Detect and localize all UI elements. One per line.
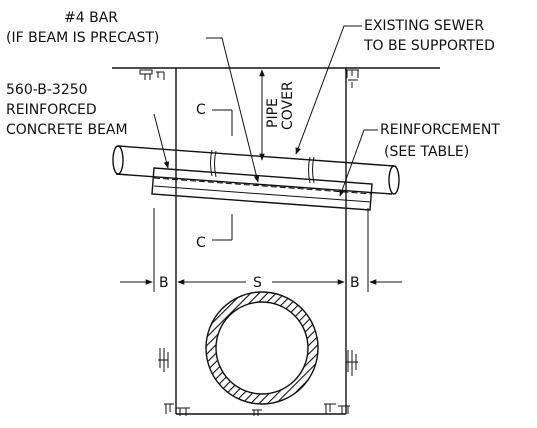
concrete-beam [151, 167, 373, 211]
dim-b-left: B [159, 275, 169, 291]
sewer-label-line2: TO BE SUPPORTED [363, 38, 495, 54]
reinf-label-line2: (SEE TABLE) [384, 144, 469, 160]
callout-bar: #4 BAR (IF BEAM IS PRECAST) [6, 10, 159, 46]
dim-b-right: B [350, 275, 360, 291]
section-c-top-label: C [196, 102, 206, 118]
beam-label-line2: REINFORCED [6, 102, 97, 118]
section-c-bottom-label: C [196, 235, 206, 251]
bar-label-line1: #4 BAR [64, 10, 118, 26]
dim-s: S [253, 275, 262, 291]
soil-hatching [139, 69, 359, 416]
section-cut-c: C C [196, 102, 233, 251]
trench-walls [175, 68, 347, 415]
existing-sewer-pipe [112, 145, 400, 195]
reinf-label-line1: REINFORCEMENT [380, 122, 500, 138]
callout-reinforcement: REINFORCEMENT (SEE TABLE) [380, 122, 500, 160]
width-dimension: B S B [120, 208, 402, 292]
sewer-label-line1: EXISTING SEWER [364, 18, 484, 34]
pipe-cover-dimension: PIPE COVER [259, 69, 296, 161]
callout-beam: 560-B-3250 REINFORCED CONCRETE BEAM [6, 82, 128, 138]
bar-label-line2: (IF BEAM IS PRECAST) [6, 30, 159, 46]
beam-label-line1: 560-B-3250 [6, 82, 88, 98]
beam-label-line3: CONCRETE BEAM [6, 122, 128, 138]
pipe-label: PIPE [265, 98, 281, 128]
leaders [153, 25, 378, 197]
callout-sewer: EXISTING SEWER TO BE SUPPORTED [363, 18, 495, 54]
pipe-section [205, 291, 319, 405]
cover-label: COVER [280, 81, 296, 130]
